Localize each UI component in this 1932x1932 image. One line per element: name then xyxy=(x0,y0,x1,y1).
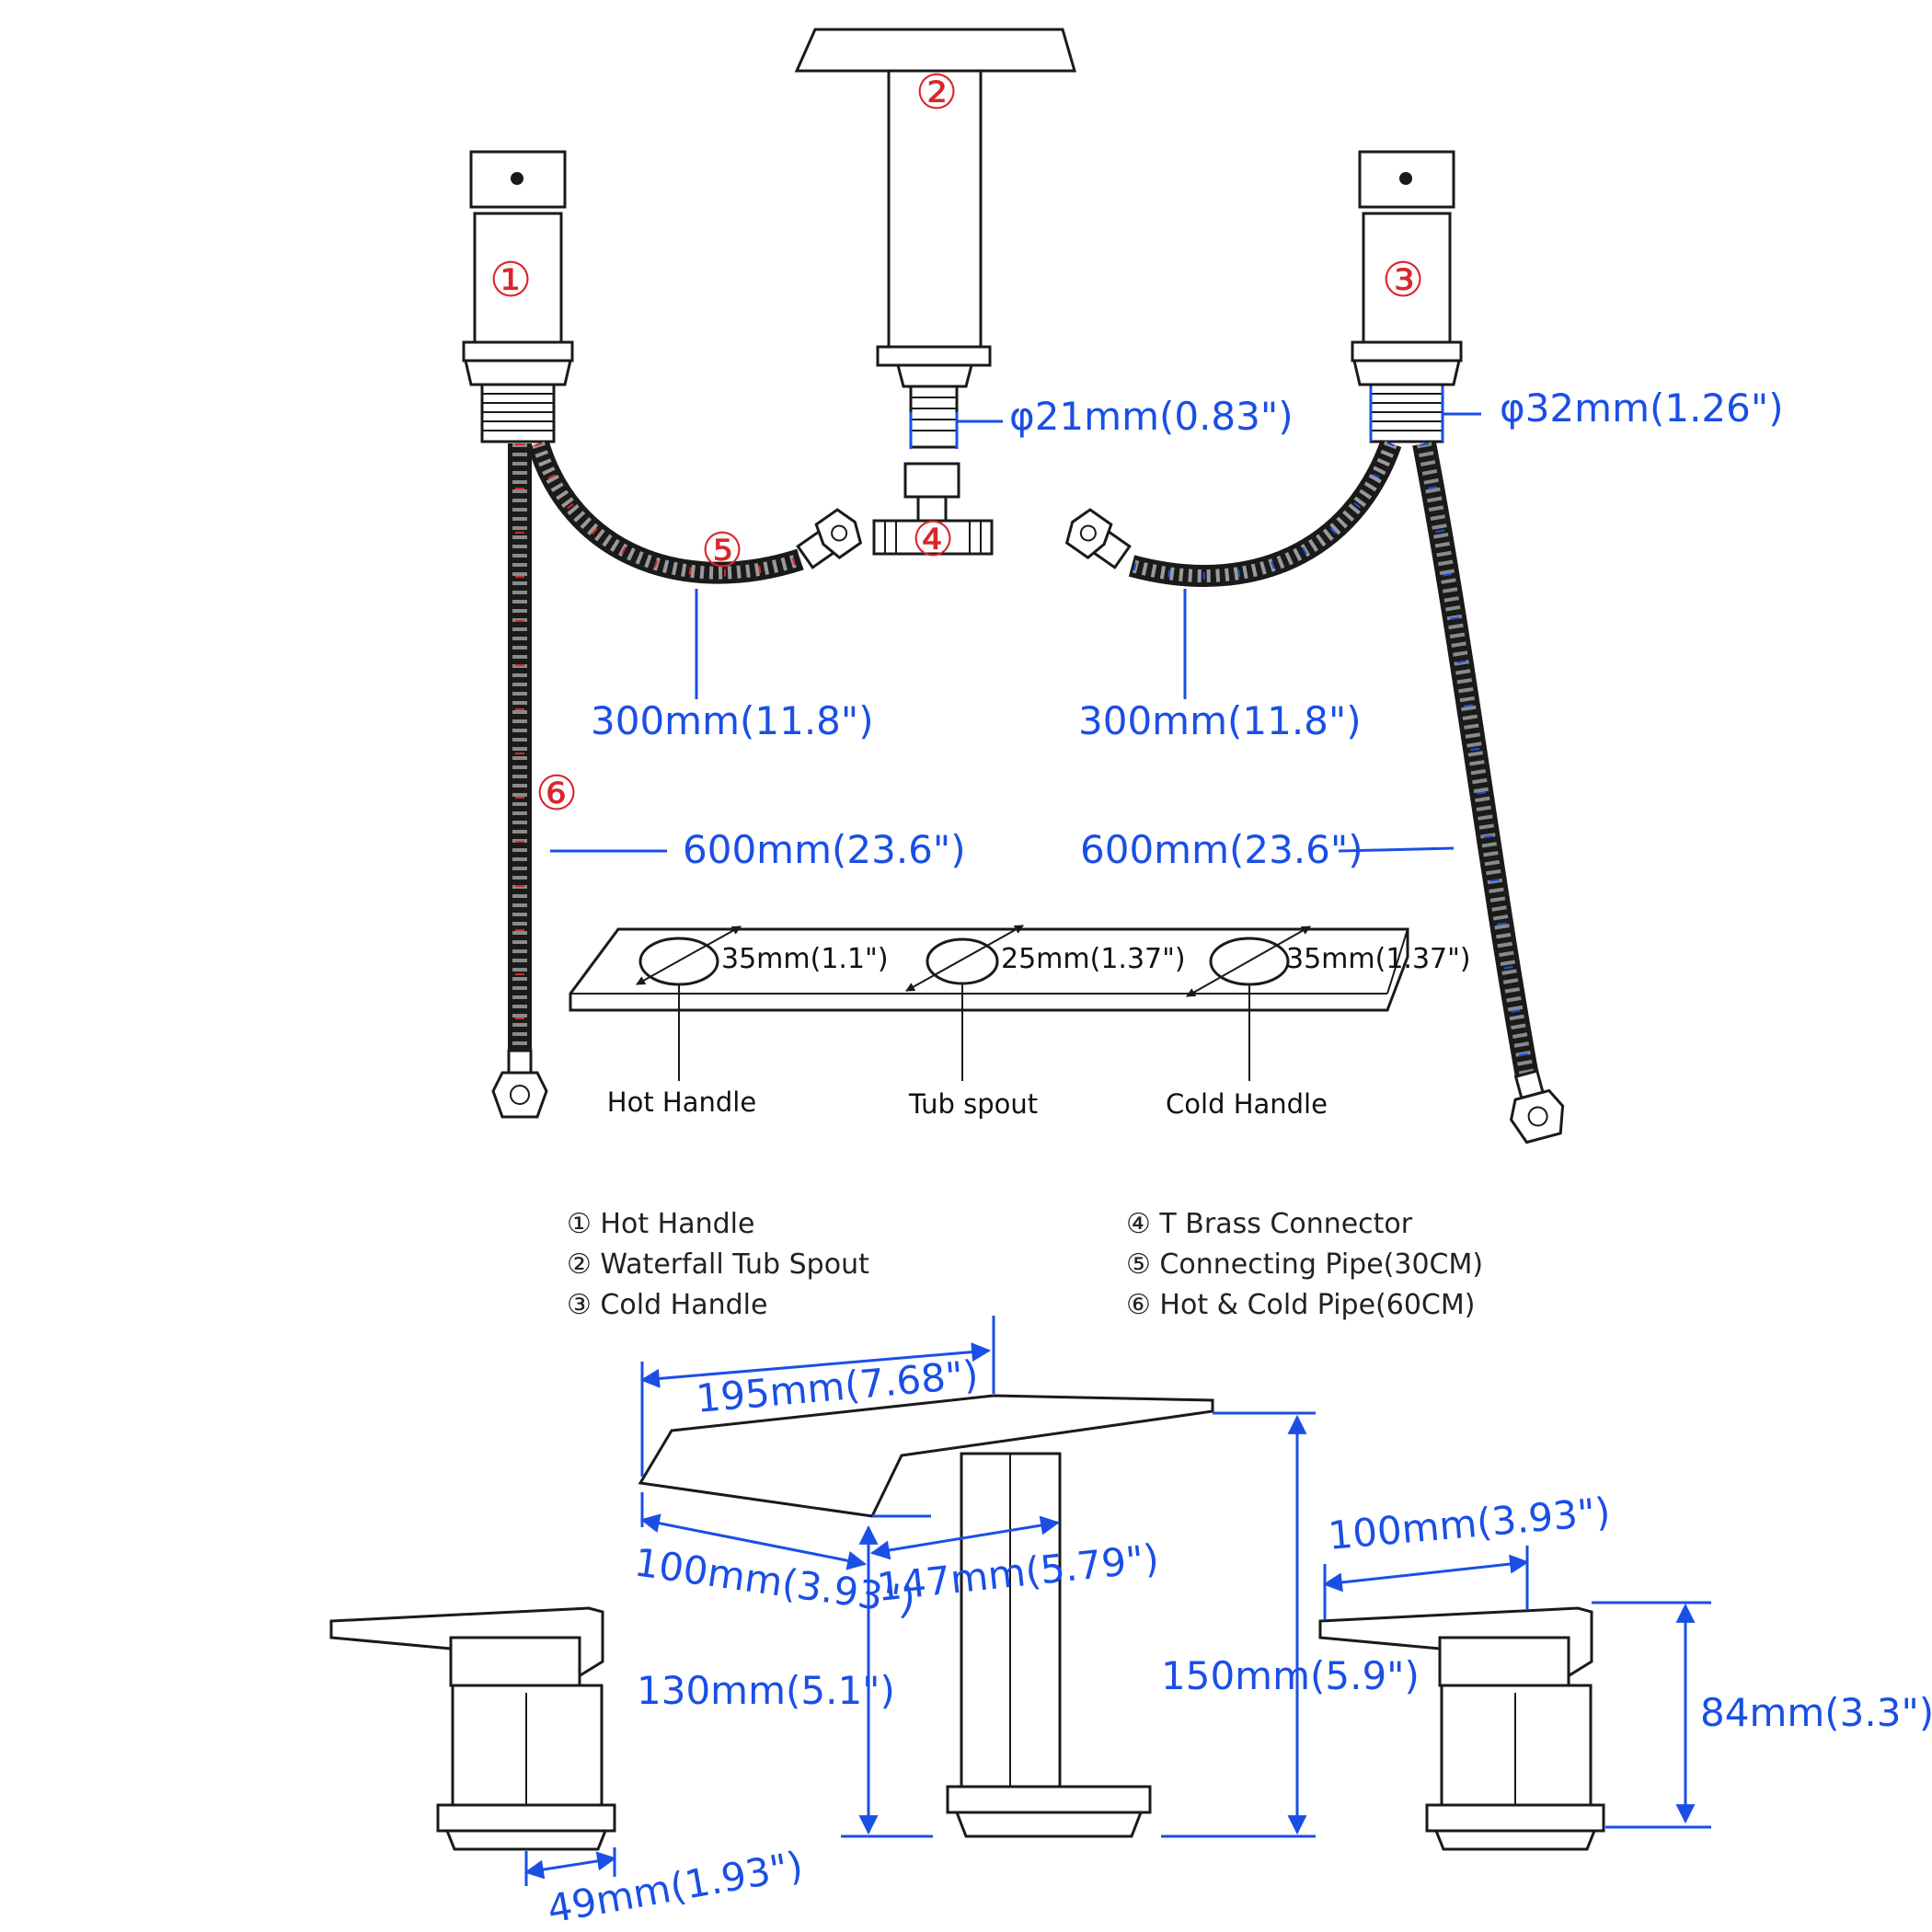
deck-plate xyxy=(569,925,1409,1081)
hose-long-left-label: 600mm(23.6") xyxy=(683,827,966,872)
legend-item-3: ③ Cold Handle xyxy=(567,1289,767,1321)
caption-hot-handle: Hot Handle xyxy=(607,1087,756,1118)
legend-item-5: ⑤ Connecting Pipe(30CM) xyxy=(1126,1248,1483,1281)
hoses xyxy=(491,439,1565,1144)
cold-handle-exploded xyxy=(1351,150,1463,443)
caption-tub-spout: Tub spout xyxy=(908,1088,1038,1120)
marker-6: ⑥ xyxy=(535,766,579,822)
hose-short-left-label: 300mm(11.8") xyxy=(591,698,874,743)
left-handle-assembled xyxy=(329,1606,616,1851)
right-handle-assembled xyxy=(1318,1606,1605,1851)
deck-labels: 35mm(1.1") 25mm(1.37") 35mm(1.37") Hot H… xyxy=(607,943,1471,1120)
spout-opening-height-label: 130mm(5.1") xyxy=(637,1668,895,1713)
handle-length-label: 100mm(3.93") xyxy=(1327,1489,1613,1558)
dimension-labels: φ21mm(0.83") φ32mm(1.26") 300mm(11.8") 3… xyxy=(544,385,1932,1932)
legend-item-1: ① Hot Handle xyxy=(567,1208,754,1240)
part-markers: ① ② ③ ④ ⑤ ⑥ xyxy=(489,65,1425,822)
legend-item-4: ④ T Brass Connector xyxy=(1126,1208,1413,1240)
marker-2: ② xyxy=(915,65,959,121)
legend-item-2: ② Waterfall Tub Spout xyxy=(567,1248,869,1281)
marker-4: ④ xyxy=(912,512,955,568)
hole-spout-label: 25mm(1.37") xyxy=(1001,943,1186,975)
t-brass-connector xyxy=(872,462,994,556)
handle-height-label: 84mm(3.3") xyxy=(1700,1690,1932,1735)
caption-cold-handle: Cold Handle xyxy=(1166,1088,1328,1120)
spout-assembled xyxy=(638,1394,1214,1838)
marker-1: ① xyxy=(489,253,533,308)
legend-item-6: ⑥ Hot & Cold Pipe(60CM) xyxy=(1126,1289,1475,1321)
hose-short-right-label: 300mm(11.8") xyxy=(1078,698,1362,743)
hot-handle-exploded xyxy=(462,150,574,443)
legend: ① Hot Handle ② Waterfall Tub Spout ③ Col… xyxy=(567,1208,1483,1321)
marker-3: ③ xyxy=(1382,253,1425,308)
hose-long-right-label: 600mm(23.6") xyxy=(1080,827,1363,872)
spout-thread-label: φ21mm(0.83") xyxy=(1009,394,1294,439)
handle-base-label: 49mm(1.93") xyxy=(544,1843,806,1932)
spout-exploded xyxy=(794,28,1076,449)
marker-5: ⑤ xyxy=(701,523,744,579)
hole-hot-label: 35mm(1.1") xyxy=(721,943,889,975)
spout-height-label: 150mm(5.9") xyxy=(1161,1653,1420,1698)
handle-thread-label: φ32mm(1.26") xyxy=(1500,385,1784,431)
dimension-lines xyxy=(523,386,1711,1886)
hole-cold-label: 35mm(1.37") xyxy=(1286,943,1471,975)
